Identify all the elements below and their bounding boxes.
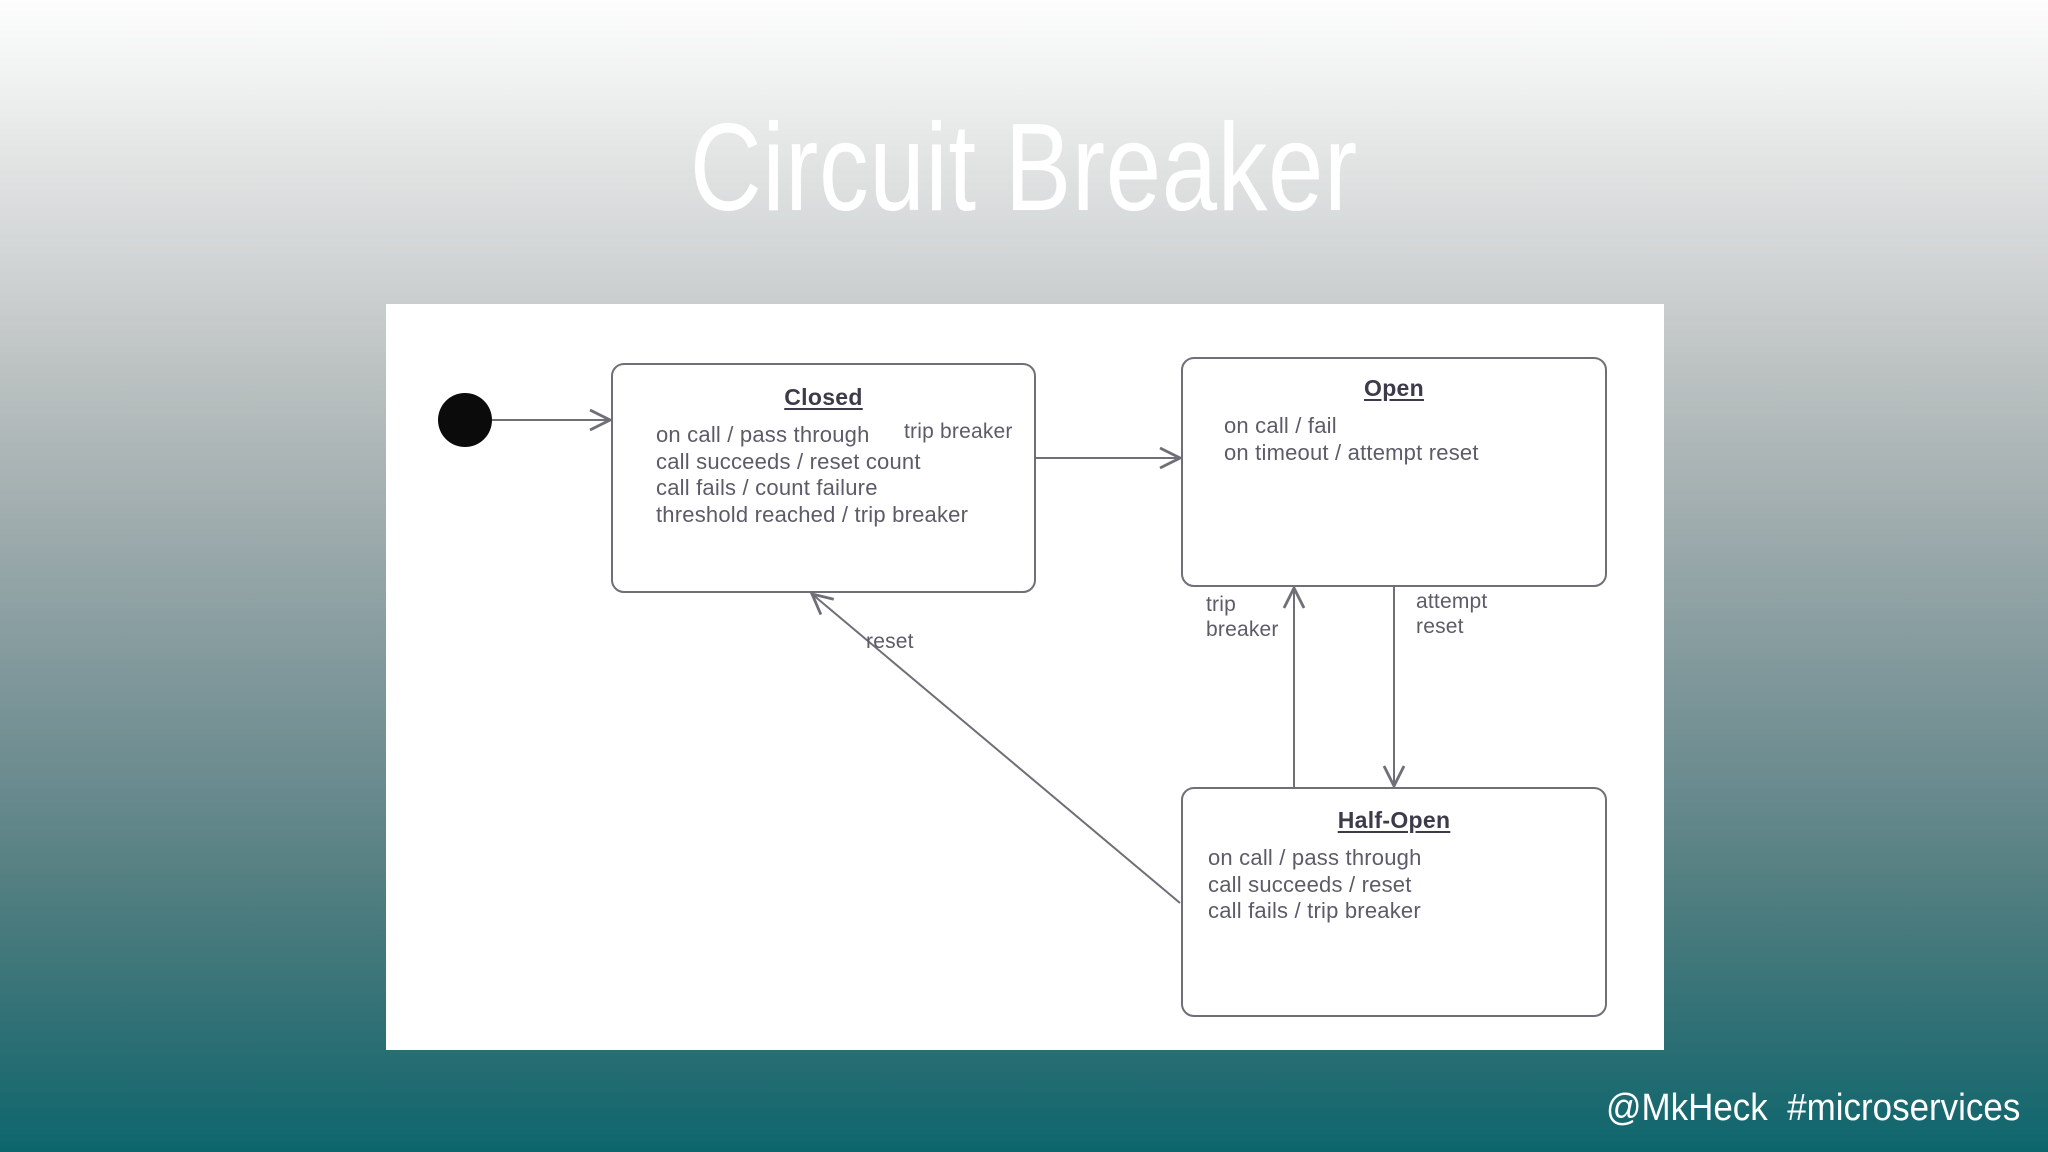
state-line: call fails / trip breaker: [1208, 898, 1421, 923]
edge-label-closed-to-open: trip breaker: [904, 420, 1013, 443]
state-line: on call / pass through: [656, 422, 870, 447]
state-title-half-open: Half-Open: [1337, 807, 1451, 833]
state-line: call succeeds / reset count: [656, 448, 921, 474]
state-title-open: Open: [1364, 375, 1424, 401]
initial-state-circle: [438, 393, 492, 447]
state-content-open: Open on call / fail on timeout / attempt…: [1182, 358, 1606, 586]
state-line: call succeeds / reset: [1208, 871, 1412, 897]
edge-half-open-to-closed: [812, 594, 1181, 904]
state-line: threshold reached / trip breaker: [656, 501, 969, 527]
state-machine-diagram: [438, 357, 1607, 1017]
edge-label-half-open-to-open: trip breaker: [1206, 593, 1279, 641]
state-line: on call / pass through: [1208, 845, 1422, 870]
state-content-closed: Closed on call / pass through call succe…: [612, 364, 1035, 592]
state-line: call fails / count failure: [656, 475, 878, 500]
state-lines-half-open: on call / pass through call succeeds / r…: [1182, 845, 1606, 925]
state-line: on timeout / attempt reset: [1224, 439, 1479, 465]
page-title: Circuit Breaker: [690, 99, 1358, 237]
state-lines-open: on call / fail on timeout / attempt rese…: [1182, 413, 1606, 466]
edge-label-open-to-half-open: attempt reset: [1416, 590, 1488, 638]
edge-label-half-open-to-closed: reset: [866, 630, 914, 653]
state-box-half-open: [1181, 787, 1607, 1017]
footer-handle: @MkHeck #microservices: [1605, 1087, 2020, 1129]
state-title-closed: Closed: [784, 384, 863, 410]
state-line: on call / fail: [1224, 413, 1337, 438]
diagram-panel: Closed on call / pass through call succe…: [386, 304, 1664, 1050]
state-lines-closed: on call / pass through call succeeds / r…: [612, 422, 1035, 528]
state-content-half-open: Half-Open on call / pass through call su…: [1182, 788, 1606, 1016]
